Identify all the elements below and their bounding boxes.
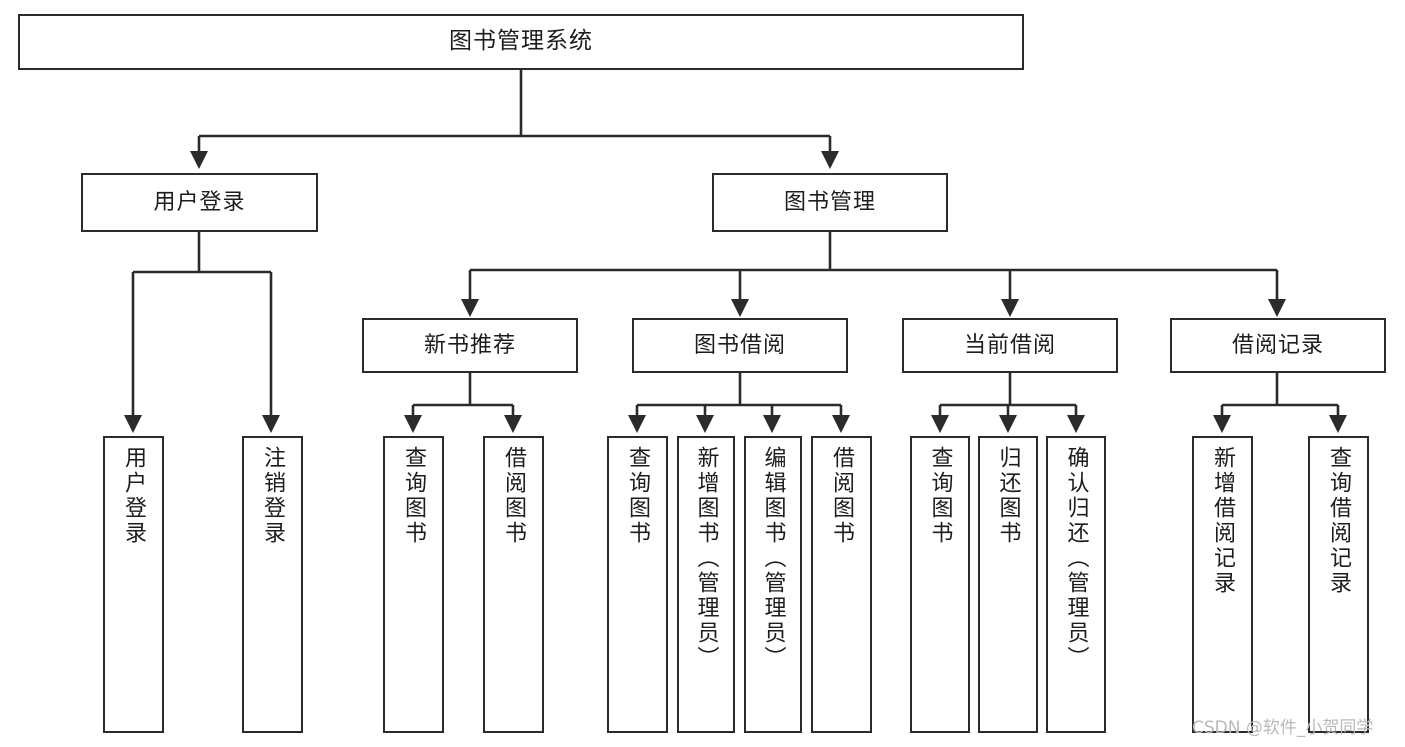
node-label: 确认归还（管理员） [1063, 446, 1089, 671]
node-label: 注销登录 [260, 446, 286, 546]
node-label: 借阅记录 [1231, 332, 1324, 358]
node-user-login[interactable]: 用户登录 [81, 173, 318, 232]
leaf-add-book-admin[interactable]: 新增图书（管理员） [677, 436, 735, 733]
node-label: 查询图书 [401, 446, 427, 546]
leaf-query-book-1[interactable]: 查询图书 [383, 436, 444, 733]
leaf-confirm-return-admin[interactable]: 确认归还（管理员） [1046, 436, 1106, 733]
node-label: 用户登录 [121, 446, 147, 546]
node-label: 归还图书 [995, 446, 1021, 546]
node-label: 图书管理 [783, 189, 876, 215]
node-book-management[interactable]: 图书管理 [712, 173, 948, 232]
leaf-add-borrow-record[interactable]: 新增借阅记录 [1192, 436, 1253, 733]
node-new-book-recommendation[interactable]: 新书推荐 [362, 318, 578, 373]
leaf-edit-book-admin[interactable]: 编辑图书（管理员） [744, 436, 802, 733]
csdn-watermark: CSDN @软件_小贺同学 [1192, 718, 1374, 738]
node-label: 图书借阅 [693, 332, 786, 358]
node-borrowing-records[interactable]: 借阅记录 [1170, 318, 1386, 373]
node-root-system[interactable]: 图书管理系统 [18, 14, 1024, 70]
node-label: 当前借阅 [963, 332, 1056, 358]
leaf-query-book-3[interactable]: 查询图书 [910, 436, 970, 733]
node-label: 查询图书 [927, 446, 953, 546]
leaf-user-login[interactable]: 用户登录 [103, 436, 164, 733]
node-label: 查询借阅记录 [1326, 446, 1352, 596]
node-current-borrowing[interactable]: 当前借阅 [902, 318, 1118, 373]
node-label: 编辑图书（管理员） [760, 446, 786, 671]
leaf-borrow-book-2[interactable]: 借阅图书 [811, 436, 872, 733]
leaf-query-book-2[interactable]: 查询图书 [607, 436, 668, 733]
node-label: 查询图书 [625, 446, 651, 546]
node-book-borrowing[interactable]: 图书借阅 [632, 318, 848, 373]
leaf-logout[interactable]: 注销登录 [242, 436, 303, 733]
node-label: 新增借阅记录 [1210, 446, 1236, 596]
node-label: 新书推荐 [423, 332, 516, 358]
node-label: 用户登录 [153, 189, 246, 215]
node-label: 图书管理系统 [449, 28, 593, 55]
node-label: 借阅图书 [829, 446, 855, 546]
leaf-borrow-book-1[interactable]: 借阅图书 [483, 436, 544, 733]
node-label: 新增图书（管理员） [693, 446, 719, 671]
leaf-return-book[interactable]: 归还图书 [978, 436, 1038, 733]
leaf-query-borrow-record[interactable]: 查询借阅记录 [1308, 436, 1369, 733]
node-label: 借阅图书 [501, 446, 527, 546]
